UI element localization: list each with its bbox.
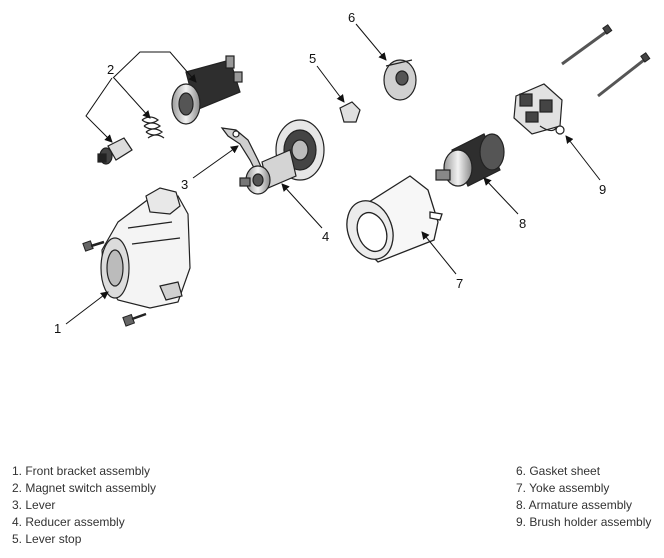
callout-4: 4 — [322, 229, 329, 244]
callout-6: 6 — [348, 10, 355, 25]
leader-9 — [565, 135, 601, 181]
legend-left: 1. Front bracket assembly 2. Magnet swit… — [12, 463, 156, 548]
leader-2-plunger — [85, 77, 113, 143]
leader-3 — [192, 145, 239, 179]
through-bolt-1 — [561, 24, 613, 66]
leader-5 — [316, 65, 345, 103]
leader-2-spring — [113, 77, 151, 119]
callout-2: 2 — [107, 62, 114, 77]
callout-1: 1 — [54, 321, 61, 336]
magnet-switch-assembly — [97, 55, 243, 165]
legend-item: 3. Lever — [12, 498, 56, 512]
legend-item: 2. Magnet switch assembly — [12, 481, 157, 495]
leader-6 — [355, 23, 387, 61]
legend-item: 7. Yoke assembly — [516, 481, 610, 495]
reducer-assembly — [239, 119, 325, 195]
legend-item: 6. Gasket sheet — [516, 464, 601, 478]
callout-7: 7 — [456, 276, 463, 291]
through-bolt-2 — [597, 52, 651, 98]
front-bracket-assembly — [100, 187, 191, 309]
exploded-starter-diagram: 1 2 3 4 5 6 7 8 9 — [54, 10, 651, 336]
bolt-upper — [82, 240, 105, 252]
lever-stop — [339, 101, 361, 123]
legend-item: 9. Brush holder assembly — [516, 515, 652, 529]
yoke-assembly — [346, 175, 443, 263]
leader-1 — [65, 291, 109, 325]
legend-item: 8. Armature assembly — [516, 498, 633, 512]
bolt-lower — [122, 312, 147, 327]
leader-7 — [421, 231, 457, 275]
gasket-sheet — [383, 59, 417, 101]
legend-right: 6. Gasket sheet 7. Yoke assembly 8. Arma… — [516, 463, 651, 531]
legend-item: 5. Lever stop — [12, 532, 82, 546]
callout-9: 9 — [599, 182, 606, 197]
legend-item: 4. Reducer assembly — [12, 515, 125, 529]
callout-8: 8 — [519, 216, 526, 231]
callout-3: 3 — [181, 177, 188, 192]
leader-4 — [281, 183, 323, 229]
callout-5: 5 — [309, 51, 316, 66]
leader-2-switch — [112, 51, 197, 83]
brush-holder-assembly — [513, 83, 565, 135]
leader-lines — [65, 23, 601, 325]
armature-assembly — [435, 133, 505, 187]
legend-item: 1. Front bracket assembly — [12, 464, 151, 478]
leader-8 — [483, 177, 519, 215]
